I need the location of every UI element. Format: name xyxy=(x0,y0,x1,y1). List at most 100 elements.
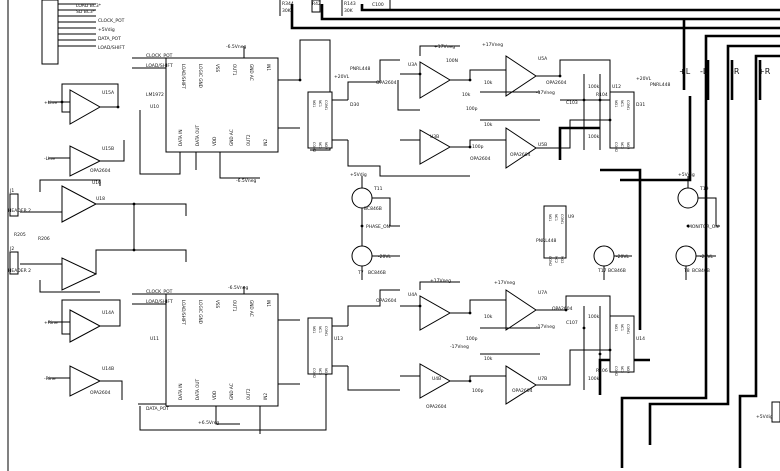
label-j2: J2 xyxy=(9,246,14,252)
label-neg-u10: -6.5Vneg xyxy=(226,44,246,50)
label-load-shift-u10: LOAD/SHIFT xyxy=(146,63,173,69)
ic-pin-label: GND AC xyxy=(229,129,234,146)
ic-pin-label: OUT1 xyxy=(232,300,237,312)
label-lm1972-u10: LM1972 xyxy=(146,92,164,98)
output-stage-top xyxy=(397,45,611,169)
label-bc-t11: BC846B xyxy=(364,206,382,212)
label-u4b: U4B xyxy=(432,376,441,382)
label-plus-l: +L xyxy=(679,67,691,76)
label-u3b: U3B xyxy=(430,134,439,140)
label-r205: R205 xyxy=(14,232,26,238)
label-30k-b: 30K xyxy=(344,8,354,14)
relay-pin-label: NO2 xyxy=(626,142,630,149)
label-vm17-u4: -17Vneg xyxy=(450,344,469,350)
label-header2-a: HEADER 2 xyxy=(8,208,31,214)
relay-pin-label: COM1 xyxy=(626,100,630,110)
junction-dot xyxy=(418,72,422,76)
junction-dot xyxy=(468,379,472,383)
ic-pin-label: GND AC xyxy=(229,383,234,400)
junction-dot xyxy=(558,74,562,78)
relay-pin-label: NO1 xyxy=(614,324,618,331)
label-5vdig-br: +5Vdig xyxy=(756,414,773,420)
label-phase-on: PHASE_ON xyxy=(366,224,390,230)
label-u7a: U7A xyxy=(538,290,548,296)
label-vm20-t7: -20VL xyxy=(378,254,391,260)
label-30k-a: 30K xyxy=(282,8,292,14)
label-u3a: U3A xyxy=(408,62,418,68)
junction-dot xyxy=(132,202,136,206)
label-d31: D31 xyxy=(636,102,645,108)
relay-pin-label: NC2 xyxy=(620,142,624,149)
label-100n-1: 100N xyxy=(446,58,458,64)
ic-pin-label: LOAD/SHIFT xyxy=(181,300,186,325)
relay-blocks xyxy=(307,59,635,391)
label-100k-4: 100k xyxy=(588,376,600,382)
relay-pin-label: NO1 xyxy=(312,326,316,333)
ic-pin-label: DATA IN xyxy=(178,130,183,147)
junction-dot xyxy=(608,348,612,352)
ic-pin-label: IN2 xyxy=(263,139,268,146)
label-minus-rine: -Rine xyxy=(44,376,56,382)
label-minus-l: -L xyxy=(700,67,708,76)
label-100k-1: 100k xyxy=(588,84,600,90)
label-r143: R143 xyxy=(344,1,356,7)
relay-pin-label: NO1 xyxy=(548,214,552,221)
relay-pin-label: COM1 xyxy=(324,326,328,336)
ic-pin-label: OUT2 xyxy=(246,134,251,146)
label-10k-1: 10k xyxy=(484,80,493,86)
label-minus-line: -Line xyxy=(44,156,55,162)
label-pos-u10: -6.5Vneg xyxy=(236,178,256,184)
junction-dot xyxy=(60,100,64,104)
relay-pin-label: NC1 xyxy=(554,214,558,221)
label-j1: J1 xyxy=(9,188,14,194)
label-v17-u7: +17Vneg xyxy=(494,280,515,286)
label-t11: T11 xyxy=(373,186,383,192)
junction-dot xyxy=(468,311,472,315)
label-u4a: U4A xyxy=(408,292,418,298)
label-u12: U12 xyxy=(612,84,621,90)
label-100p-3: 100p xyxy=(466,336,478,342)
relay-pin-label: NC2 xyxy=(620,366,624,373)
label-u10: U10 xyxy=(150,104,159,110)
label-t8: T8 xyxy=(683,268,690,274)
ic-pin-label: DATA OUT xyxy=(195,125,200,146)
relay-pin-label: NO2 xyxy=(626,366,630,373)
input-stage-left xyxy=(9,83,187,400)
relay-pin-label: NO2 xyxy=(560,256,564,263)
bottom-right-connector xyxy=(771,401,780,423)
junction-dot xyxy=(598,352,602,356)
ic-pin-label: LOGIC GND xyxy=(198,300,203,324)
label-opa-u5a: OPA2604 xyxy=(546,80,567,86)
junction-dots xyxy=(60,72,690,383)
junction-dot xyxy=(564,308,568,312)
ic-pin-label: LOAD/SHIFT xyxy=(181,64,186,89)
relay-pin-label: COM2 xyxy=(614,142,618,152)
label-data-pot-u11: DATA_POT xyxy=(146,406,169,412)
label-v20-top: +20VL xyxy=(334,74,350,80)
relay-pin-label: COM1 xyxy=(324,100,328,110)
label-u5a: U5A xyxy=(538,56,548,62)
label-load-shift-top: LOAD/SHIFT xyxy=(98,45,125,51)
relay-pin-label: NC2 xyxy=(554,256,558,263)
label-pnrl-right: PNRL448 xyxy=(650,82,670,88)
label-v17-u5: +17Vneg xyxy=(482,42,503,48)
label-vm20-t17: -20VL xyxy=(616,254,629,260)
ic-pin-label: VDD xyxy=(212,137,217,146)
label-5vdig-t11: +5Vdig xyxy=(350,172,367,178)
label-c103: C103 xyxy=(566,100,578,106)
label-bc-t8: BC846B xyxy=(692,268,710,274)
label-pos-u11: +6.5Vreg xyxy=(198,420,220,426)
ic-pin-label: IN2 xyxy=(263,393,268,400)
relay-pin-label: NC1 xyxy=(620,324,624,331)
ic-pin-label: IN1 xyxy=(266,300,271,307)
label-monitor-on: MONITOR_ON xyxy=(688,224,719,230)
label-5vdig-top: +5Vdig xyxy=(98,27,115,33)
relay-pin-label: NO1 xyxy=(614,100,618,107)
label-r106: R106 xyxy=(596,368,608,374)
label-v17-u4: +17Vneg xyxy=(430,278,451,284)
junction-dot xyxy=(468,78,472,82)
label-opa-u4a: OPA2604 xyxy=(376,298,397,304)
label-opa-u15b: OPA2604 xyxy=(90,168,111,174)
label-vm17-u7: -17Vneg xyxy=(536,324,555,330)
